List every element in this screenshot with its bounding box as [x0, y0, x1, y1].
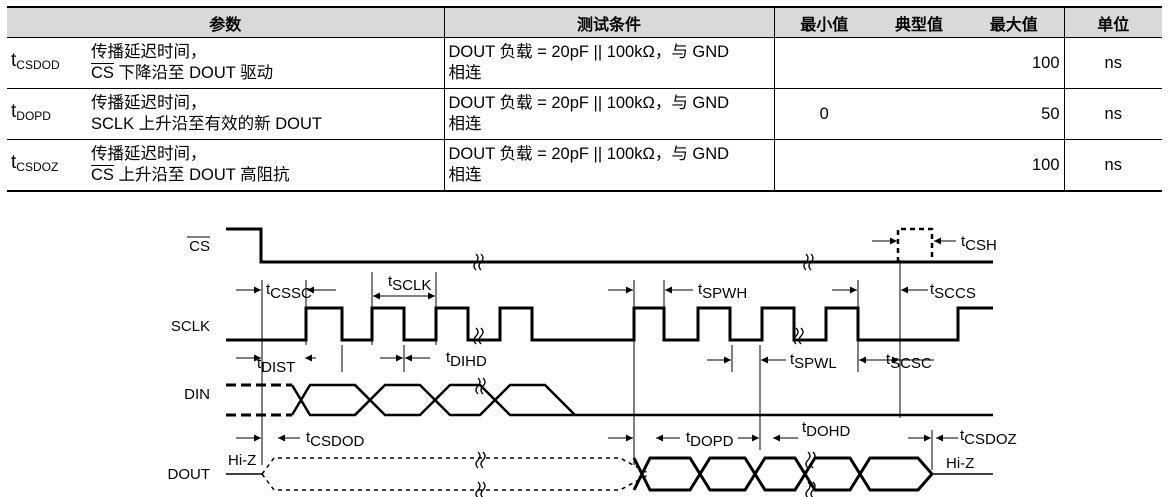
table-row: tCSDOD 传播延迟时间，CS 下降沿至 DOUT 驱动 DOUT 负载 = … — [7, 37, 1163, 89]
timing-labels: tCSH tCSSC tSCLK tSPWH tSCCS tDIST tDIHD… — [228, 233, 1017, 472]
header-param: 参数 — [7, 6, 445, 38]
row-description: 传播延迟时间，CS 上升沿至 DOUT 高阻抗 — [87, 139, 445, 192]
row-description: 传播延迟时间，SCLK 上升沿至有效的新 DOUT — [87, 88, 445, 140]
row-symbol: tDOPD — [7, 88, 87, 140]
label-tscsc: tSCSC — [886, 351, 932, 372]
row-max: 100 — [964, 37, 1065, 89]
label-tsccs: tSCCS — [930, 281, 976, 302]
label-hiz-left: Hi-Z — [228, 452, 256, 469]
label-tcsdoz: tCSDOZ — [960, 427, 1017, 448]
header-max: 最大值 — [964, 6, 1065, 38]
row-typ — [874, 139, 965, 192]
cs-dashed-pulse — [896, 227, 934, 262]
timing-arrows — [236, 237, 958, 442]
sclk-waveform — [226, 306, 993, 342]
label-tspwh: tSPWH — [698, 281, 747, 302]
din-waveform — [226, 383, 993, 417]
cs-waveform — [226, 227, 993, 264]
table-header-row: 参数 测试条件 最小值 典型值 最大值 单位 — [7, 6, 1163, 38]
label-tspwl: tSPWL — [790, 351, 837, 372]
header-min: 最小值 — [773, 6, 875, 38]
row-min: 0 — [773, 88, 875, 140]
label-tdohd: tDOHD — [802, 419, 851, 440]
row-symbol: tCSDOD — [7, 37, 87, 89]
row-max: 50 — [964, 88, 1065, 140]
label-tsclk: tSCLK — [388, 273, 431, 294]
axis-break-marks — [473, 253, 816, 497]
label-tcsh: tCSH — [961, 233, 997, 254]
dout-data-eyes — [632, 456, 934, 492]
dout-waveform — [226, 457, 993, 491]
row-min — [773, 37, 875, 89]
cs-label: CS — [189, 238, 210, 255]
header-condition: 测试条件 — [443, 6, 775, 38]
row-typ — [874, 88, 965, 140]
row-unit: ns — [1063, 139, 1163, 192]
row-min — [773, 139, 875, 192]
sclk-label: SCLK — [171, 318, 210, 335]
row-unit: ns — [1063, 37, 1163, 89]
label-hiz-right: Hi-Z — [946, 455, 974, 472]
row-max: 100 — [964, 139, 1065, 192]
label-tcsdod: tCSDOD — [306, 429, 365, 450]
label-tdihd: tDIHD — [446, 349, 487, 370]
row-typ — [874, 37, 965, 89]
label-tdist: tDIST — [257, 355, 295, 376]
header-unit: 单位 — [1063, 6, 1163, 38]
table-row: tCSDOZ 传播延迟时间，CS 上升沿至 DOUT 高阻抗 DOUT 负载 =… — [7, 139, 1163, 192]
row-description: 传播延迟时间，CS 下降沿至 DOUT 驱动 — [87, 37, 445, 89]
header-typ: 典型值 — [874, 6, 965, 38]
din-label: DIN — [184, 386, 210, 403]
table-row: tDOPD 传播延迟时间，SCLK 上升沿至有效的新 DOUT DOUT 负载 … — [7, 88, 1163, 140]
row-symbol: tCSDOZ — [7, 139, 87, 192]
dout-label: DOUT — [168, 466, 211, 483]
spec-table: 参数 测试条件 最小值 典型值 最大值 单位 tCSDOD 传播延迟时间，CS … — [7, 6, 1163, 192]
label-tdopd: tDOPD — [686, 429, 734, 450]
label-tcssc: tCSSC — [266, 281, 312, 302]
row-unit: ns — [1063, 88, 1163, 140]
